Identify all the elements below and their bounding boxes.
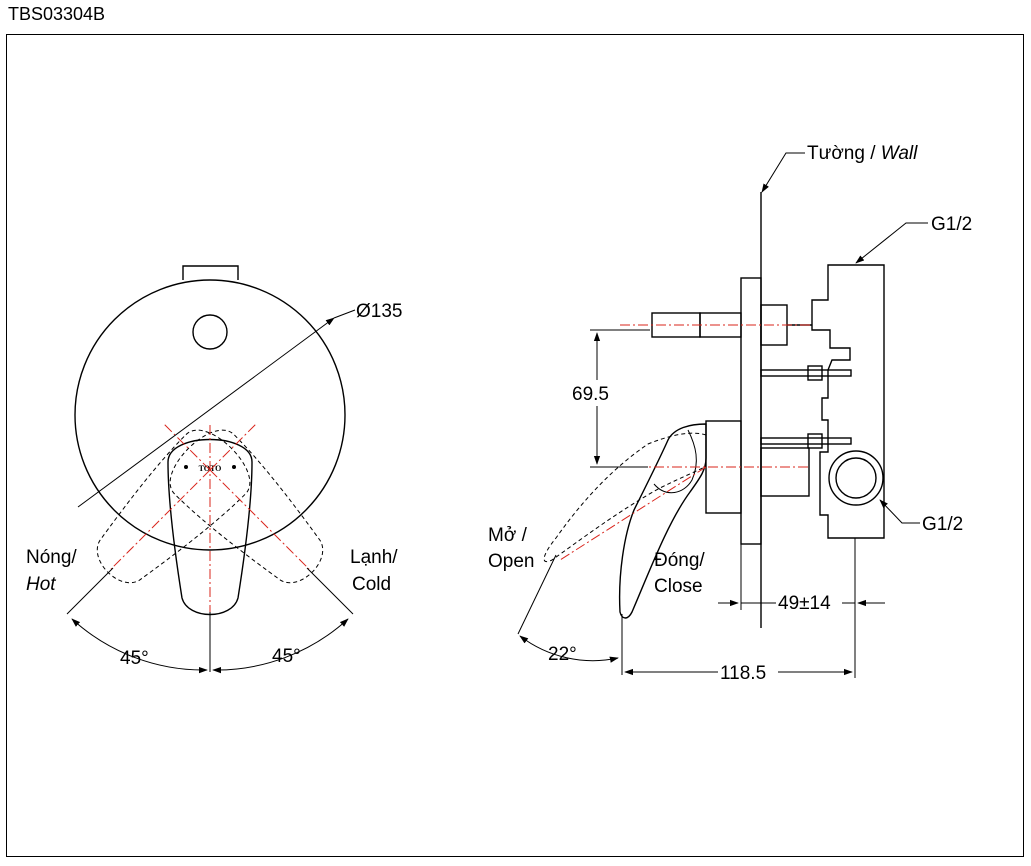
cartridge-body — [760, 447, 810, 497]
angle-ext-left — [66, 567, 114, 615]
cold-label-vi: Lạnh/ — [350, 547, 398, 568]
screw-dot-right — [232, 465, 236, 469]
handle-hot-position — [97, 429, 251, 583]
diameter-leader-tail — [333, 309, 356, 319]
lever-side-detail — [653, 429, 697, 494]
angle-arc-left — [71, 618, 208, 674]
inlet-side-inner — [835, 457, 877, 499]
adjust-label: 49±14 — [778, 593, 831, 614]
diameter-leader — [77, 317, 335, 508]
close-label-vi: Đóng/ — [654, 550, 705, 571]
handle-cold-position — [169, 429, 323, 583]
angle-arc-right — [212, 618, 349, 674]
centerline-hot — [110, 469, 211, 570]
lever-side-open — [543, 432, 707, 562]
rod-upper — [760, 369, 852, 377]
open-label-en: Open — [488, 551, 534, 572]
inlet-side-leader — [879, 499, 920, 524]
centerline-cold-back — [209, 422, 258, 471]
angle-left-label: 45° — [120, 648, 149, 669]
diameter-label: Ø135 — [356, 301, 402, 322]
cold-label-en: Cold — [352, 574, 391, 595]
wall-leader — [761, 152, 805, 193]
diverter-tab — [182, 265, 239, 280]
depth-label-bg — [718, 660, 778, 684]
angle-side-label: 22° — [548, 644, 577, 665]
angle-ext-open — [517, 554, 557, 635]
wall-label: Tường / Wall — [807, 143, 918, 164]
cover-plate — [74, 279, 346, 551]
centerline-cold — [209, 469, 310, 570]
diverter-knob — [192, 314, 228, 350]
rod-upper-collar — [807, 365, 823, 381]
centerline-hot-back — [162, 422, 211, 471]
rod-lower — [760, 437, 852, 445]
screw-dot-left — [184, 465, 188, 469]
inlet-side-label: G1/2 — [922, 514, 963, 535]
hot-label-en: Hot — [26, 574, 56, 595]
open-label-vi: Mở / — [488, 525, 528, 546]
centerline-lever-open — [559, 466, 707, 561]
front-view: TOTO Ø135 45° 45° Nóng/ Hot Lạnh/ Cold — [26, 265, 402, 674]
inlet-top-label: G1/2 — [931, 214, 972, 235]
adjust-label-bg — [776, 590, 842, 614]
close-label-en: Close — [654, 576, 703, 597]
height-label-bg — [568, 380, 620, 406]
angle-ext-right — [306, 567, 354, 615]
angle-right-label: 45° — [272, 646, 301, 667]
valve-body — [811, 264, 885, 539]
lever-handle — [167, 438, 253, 616]
rod-lower-collar — [807, 433, 823, 449]
inlet-side-outer — [828, 450, 884, 506]
drawing-frame — [6, 34, 1024, 857]
cover-plate-side — [740, 277, 762, 545]
hot-label-vi: Nóng/ — [26, 547, 77, 568]
lever-side-closed — [618, 423, 707, 619]
side-view: Tường / Wall G1/2 G — [488, 143, 972, 684]
angle-arc-side — [519, 635, 619, 663]
height-label: 69.5 — [572, 384, 609, 405]
model-code: TBS03304B — [8, 4, 106, 24]
inlet-top-leader — [855, 222, 928, 264]
depth-label: 118.5 — [720, 663, 766, 684]
